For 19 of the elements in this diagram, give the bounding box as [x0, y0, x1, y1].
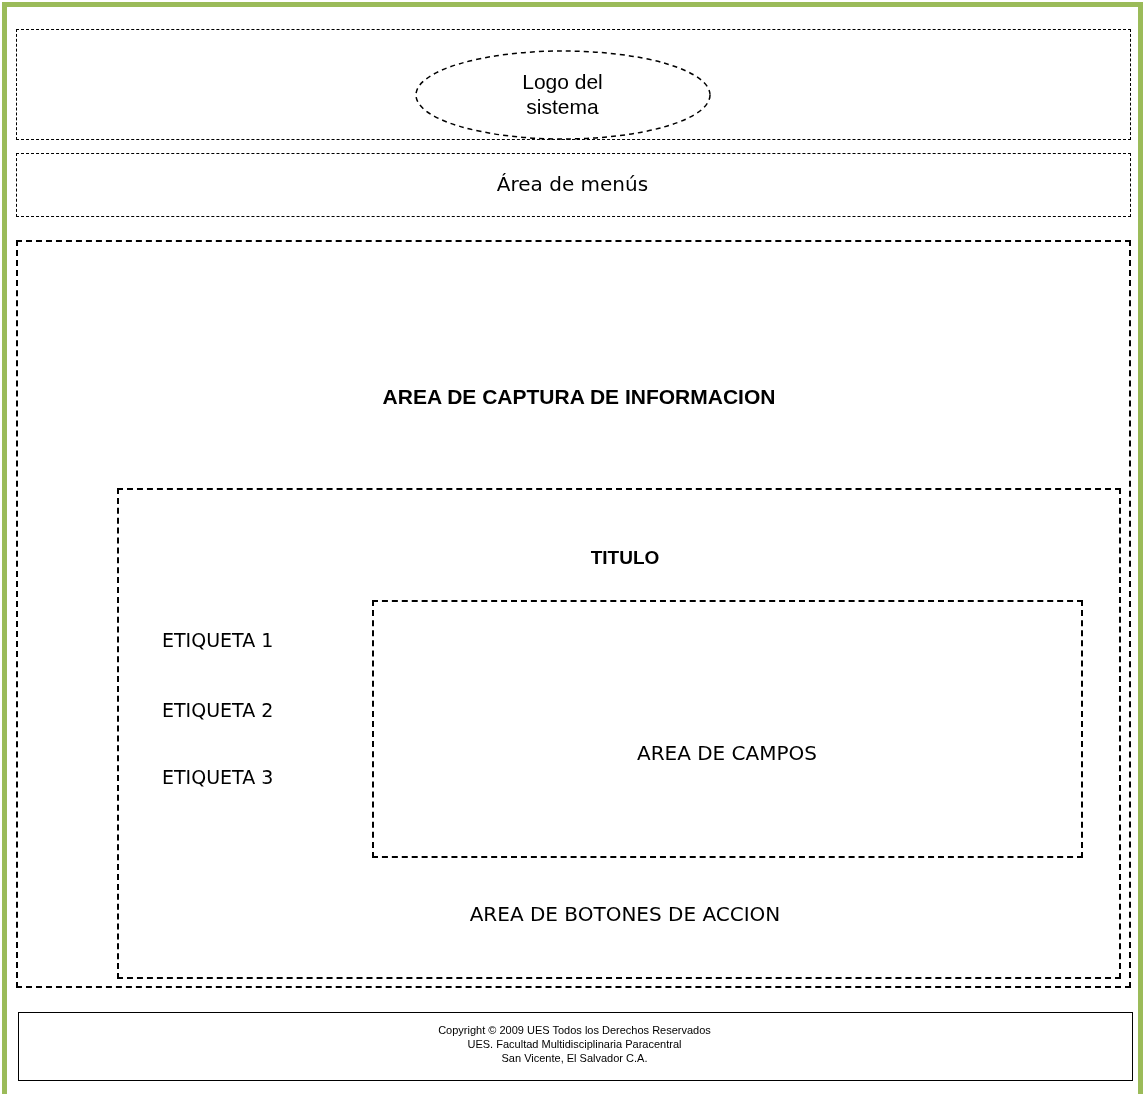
footer-box — [18, 1012, 1133, 1081]
footer-text: San Vicente, El Salvador C.A. — [501, 1052, 648, 1065]
menu-bar — [16, 153, 1131, 217]
footer-text: Copyright © 2009 UES Todos los Derechos Reservados — [438, 1024, 711, 1037]
capture-area — [16, 240, 1131, 988]
fields-area-label: AREA DE CAMPOS — [636, 741, 818, 765]
ellipse-label: Logo del sistema — [521, 70, 604, 119]
field-label: ETIQUETA 2 — [162, 700, 274, 722]
placeholder-ellipse — [414, 49, 711, 140]
header-band — [16, 29, 1131, 140]
menu-area-label: Área de menús — [496, 173, 649, 196]
field-label: ETIQUETA 3 — [162, 767, 274, 789]
fields-area — [372, 600, 1083, 858]
form-area — [117, 488, 1121, 979]
buttons-area-label: AREA DE BOTONES DE ACCION — [469, 902, 781, 926]
field-label: ETIQUETA 1 — [162, 630, 274, 652]
form-title: TITULO — [590, 547, 660, 569]
footer-text: UES. Facultad Multidisciplinaria Paracentral — [467, 1038, 682, 1051]
section-heading: AREA DE CAPTURA DE INFORMACION — [382, 384, 776, 410]
